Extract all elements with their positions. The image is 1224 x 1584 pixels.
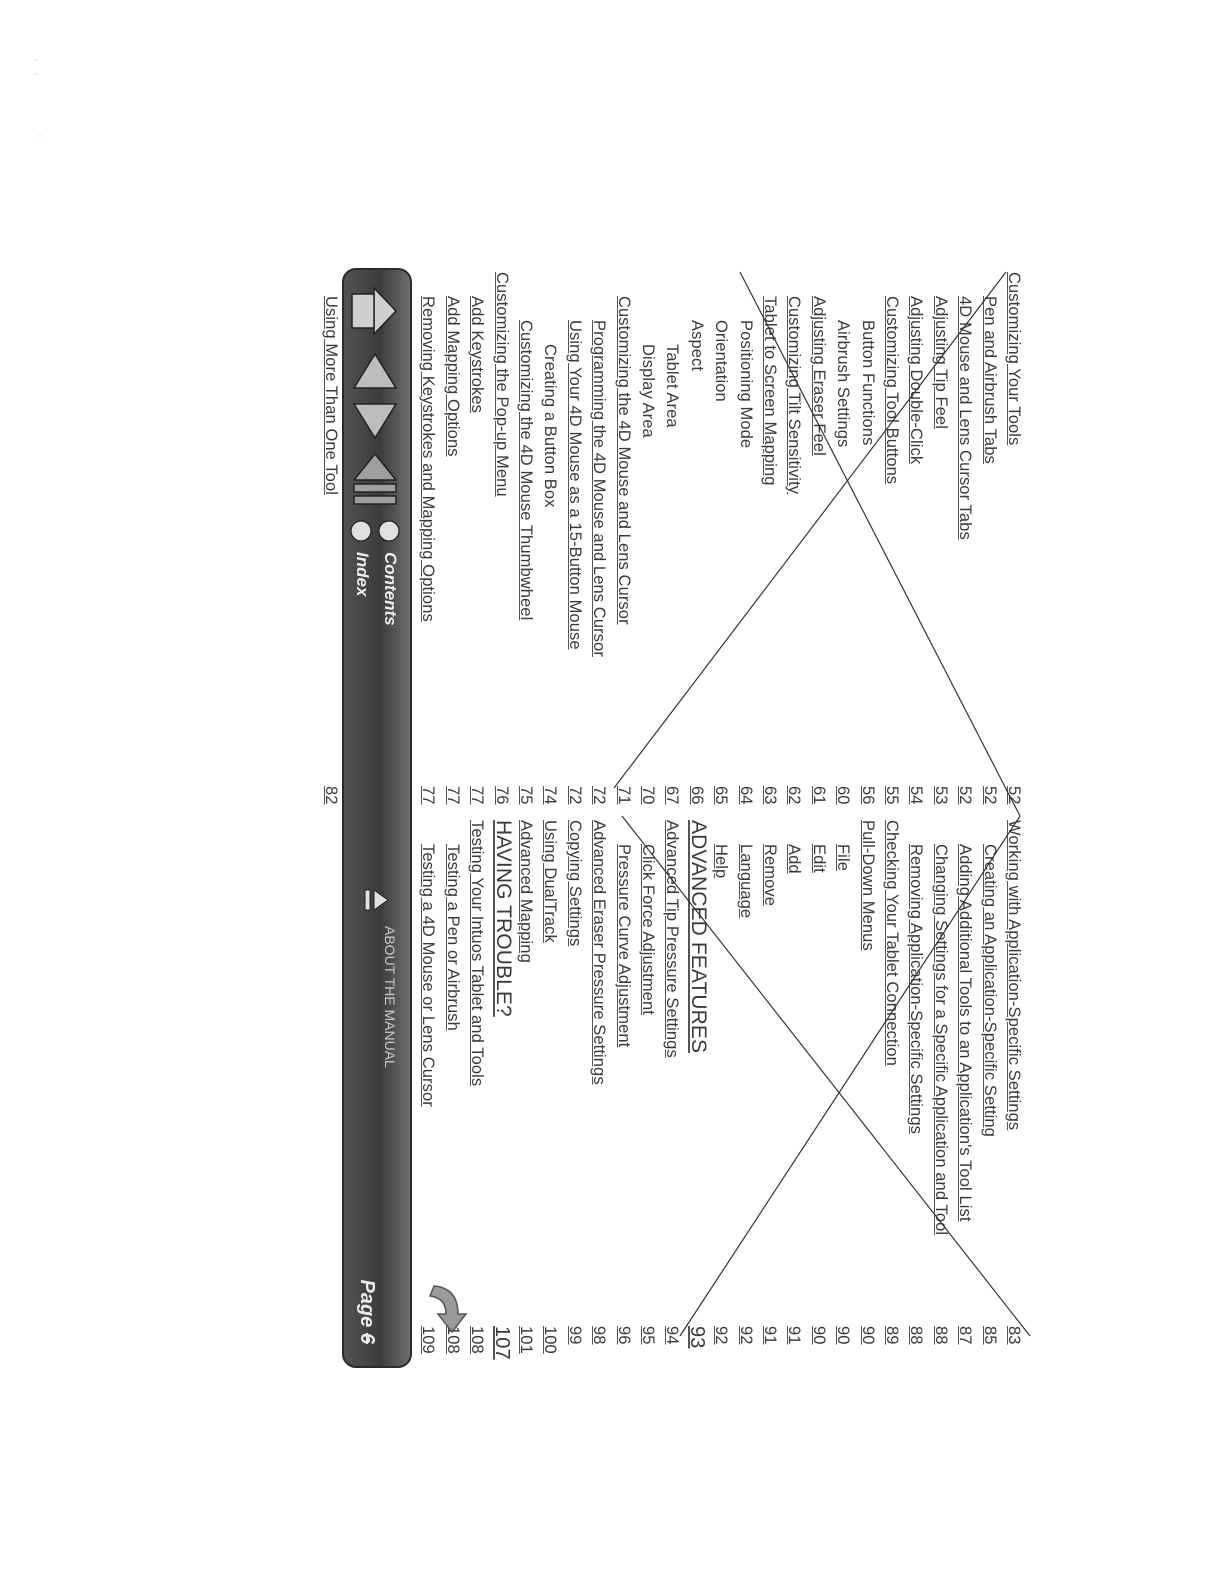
index-link[interactable]: Index (353, 552, 372, 597)
strike-line-a2 (621, 815, 1031, 1337)
strike-line-b2 (679, 815, 1021, 1337)
next-page-icon[interactable] (348, 398, 402, 444)
back-icon[interactable] (348, 450, 402, 508)
toc-page-number[interactable]: 82 (321, 786, 340, 805)
toc-entry[interactable]: Testing a Pen or Airbrush (443, 844, 462, 1031)
page-indicator: Page 6 (355, 1280, 378, 1345)
toc-entry[interactable]: Using More Than One Tool (321, 296, 340, 495)
navigation-bar: Contents Index ABOUT THE MANUAL Page 6 (342, 268, 412, 1368)
toc-page-number[interactable]: 77 (419, 786, 438, 805)
page-label: Page (356, 1279, 378, 1328)
crossed-out-marks (613, 271, 1031, 1337)
strike-line-a1 (613, 271, 1007, 789)
home-icon[interactable] (348, 282, 402, 340)
toc-page-number[interactable]: 77 (443, 786, 462, 805)
page-number: 6 (356, 1332, 378, 1344)
eject-icon (364, 889, 389, 911)
scan-speck: · (38, 128, 42, 142)
toc-entry[interactable]: Removing Keystrokes and Mapping Options (419, 296, 438, 622)
previous-page-icon[interactable] (348, 348, 402, 394)
strike-line-b1 (739, 271, 1021, 817)
toc-entry[interactable]: Testing a 4D Mouse or Lens Cursor (419, 844, 438, 1107)
chapter-title: ABOUT THE MANUAL (382, 926, 398, 1068)
return-arrow-icon[interactable] (422, 1278, 472, 1338)
index-bullet-icon (350, 520, 372, 542)
scan-speck: ·· (34, 52, 38, 80)
contents-bullet-icon (378, 520, 400, 542)
contents-link[interactable]: Contents (381, 552, 400, 626)
toc-entry[interactable]: Add Mapping Options (443, 296, 462, 457)
